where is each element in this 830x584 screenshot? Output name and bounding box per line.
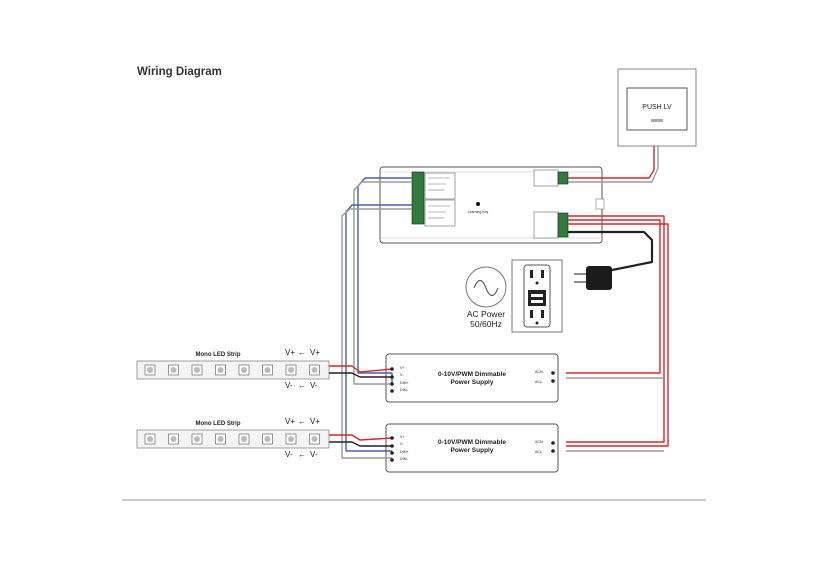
wire-push-grey — [568, 146, 659, 183]
wires — [329, 146, 669, 459]
led-strip-1-vminus-right: V- — [310, 381, 318, 390]
led-strip-1-vplus-left: V+ — [285, 348, 295, 357]
controller-ac-terminal — [557, 212, 569, 238]
controller-push-terminal — [557, 171, 569, 185]
led-chip-lens — [217, 436, 224, 442]
wire-dim-blue-1 — [357, 177, 412, 384]
led-chip-lens — [194, 436, 200, 442]
diagram-title: Wiring Diagram — [137, 66, 222, 78]
led-chip-lens — [217, 367, 224, 373]
wire-ac-red-psu2 — [566, 215, 665, 443]
psu-1-terminal-acl: ACL — [535, 380, 542, 384]
push-button-indicator — [651, 119, 663, 122]
wire-vminus-strip-2 — [329, 441, 392, 447]
wire-vplus-strip-1 — [329, 365, 393, 373]
svg-text:←: ← — [298, 450, 306, 459]
power-plug — [574, 266, 612, 290]
led-chip-lens — [264, 367, 271, 373]
led-strip-2-vplus-right: V+ — [310, 417, 320, 426]
power-supply-1: 0-10V/PWM Dimmable Power Supply V+ V- DI… — [385, 353, 559, 403]
learning-key-label: Learning Key — [468, 210, 489, 214]
controller-unit: Learning Key — [379, 166, 605, 244]
psu-2-terminal-dimminus: DIM- — [400, 457, 409, 461]
wall-outlet — [511, 259, 563, 333]
psu-2-subtitle: Power Supply — [451, 447, 494, 454]
wire-dim-grey-2 — [341, 208, 412, 459]
ac-power-symbol: AC Power 50/60Hz — [465, 266, 507, 329]
psu-1-subtitle: Power Supply — [451, 379, 494, 386]
ac-power-label: AC Power — [467, 309, 505, 319]
wire-push-red — [568, 146, 655, 179]
psu-1-terminal-vminus: V- — [400, 373, 404, 377]
psu-1-terminal-dimminus: DIM- — [400, 388, 409, 392]
psu-2-terminal-vminus: V- — [400, 442, 404, 446]
led-chip-lens — [288, 436, 294, 442]
led-strip-1-label: Mono LED Strip — [196, 352, 241, 358]
psu-2-title: 0-10V/PWM Dimmable — [438, 439, 506, 446]
wire-vplus-strip-2 — [329, 434, 393, 441]
terminal-dots — [390, 367, 555, 462]
led-chip-lens — [170, 367, 177, 373]
led-chip-lens — [241, 436, 247, 442]
led-strip-1-vplus-right: V+ — [310, 348, 320, 357]
wire-ac-red-psu2-b — [566, 223, 669, 447]
led-chip-lens — [288, 367, 294, 373]
led-strip-2-label: Mono LED Strip — [196, 421, 241, 427]
led-chip-lens — [147, 436, 153, 442]
psu-1-terminal-vplus: V+ — [400, 366, 405, 370]
led-chip-lens — [264, 436, 271, 442]
ac-frequency-label: 50/60Hz — [470, 319, 502, 329]
svg-text:←: ← — [298, 381, 306, 390]
led-chip-lens — [241, 367, 247, 373]
led-strip-2: Mono LED Strip V+ ← V+ V- ← V- — [136, 417, 330, 459]
led-strip-2-vplus-left: V+ — [285, 417, 295, 426]
psu-1-title: 0-10V/PWM Dimmable — [438, 371, 506, 378]
wire-dim-grey-1 — [353, 181, 412, 385]
svg-text:←: ← — [298, 417, 306, 426]
led-strip-2-vminus-right: V- — [310, 450, 318, 459]
led-strip-1-vminus-left: V- — [285, 381, 293, 390]
led-chip-lens — [170, 436, 177, 442]
psu-2-terminal-dimplus: DIM+ — [400, 450, 409, 454]
psu-2-terminal-vplus: V+ — [400, 435, 405, 439]
learning-key-button — [476, 202, 480, 206]
svg-text:←: ← — [298, 348, 306, 357]
outlet-test-buttons — [528, 290, 546, 306]
psu-2-terminal-acn: ACN — [535, 440, 543, 444]
power-supply-2: 0-10V/PWM Dimmable Power Supply V+ V- DI… — [385, 423, 559, 473]
wire-vminus-strip-1 — [329, 372, 392, 378]
push-lv-label: PUSH LV — [642, 104, 672, 111]
led-strip-1: Mono LED Strip V+ ← V+ V- ← V- — [136, 348, 330, 390]
psu-1-terminal-dimplus: DIM+ — [400, 381, 409, 385]
psu-1-terminal-acn: ACN — [535, 370, 543, 374]
led-strip-2-vminus-left: V- — [285, 450, 293, 459]
push-lv-panel: PUSH LV — [617, 68, 697, 147]
psu-2-terminal-acl: ACL — [535, 450, 542, 454]
led-chip-lens — [311, 367, 318, 373]
wire-ac-black — [568, 230, 654, 272]
controller-left-terminal — [411, 171, 425, 225]
led-chip-lens — [147, 367, 153, 373]
led-chip-lens — [194, 367, 200, 373]
led-chip-lens — [311, 436, 318, 442]
wire-ac-red-psu1 — [566, 219, 661, 374]
